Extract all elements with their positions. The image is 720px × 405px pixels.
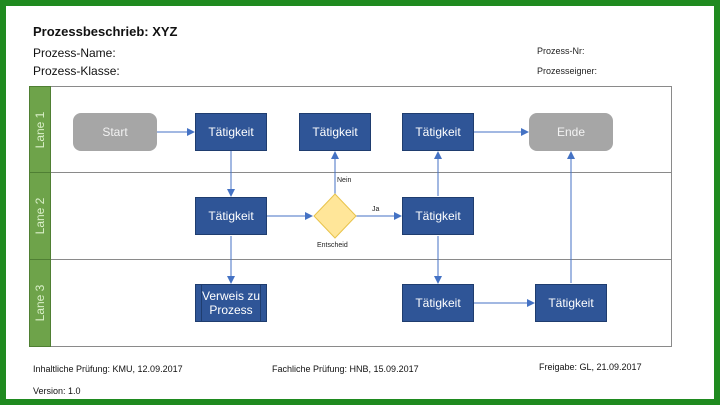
- lane-2-row: [50, 172, 672, 260]
- lane-1-header: Lane 1: [29, 86, 51, 173]
- task-lane3-2[interactable]: Tätigkeit: [535, 284, 607, 322]
- lane-1-label: Lane 1: [33, 111, 47, 148]
- subprocess-reference[interactable]: Verweis zu Prozess: [195, 284, 267, 322]
- lane-3-label: Lane 3: [33, 284, 47, 322]
- task-lane2-2[interactable]: Tätigkeit: [402, 197, 474, 235]
- decision-label: Entscheid: [317, 242, 348, 249]
- task-lane1-1[interactable]: Tätigkeit: [195, 113, 267, 151]
- lane-2-label: Lane 2: [33, 197, 47, 235]
- task-lane3-1[interactable]: Tätigkeit: [402, 284, 474, 322]
- task-lane1-2[interactable]: Tätigkeit: [299, 113, 371, 151]
- page-title: Prozessbeschrieb: XYZ: [33, 24, 178, 39]
- version-info: Version: 1.0: [33, 386, 81, 396]
- end-node[interactable]: Ende: [529, 113, 613, 151]
- start-node[interactable]: Start: [73, 113, 157, 151]
- release-info: Freigabe: GL, 21.09.2017: [539, 362, 642, 372]
- edge-label-yes: Ja: [372, 206, 380, 213]
- process-owner-label: Prozesseigner:: [537, 66, 598, 76]
- content-review: Inhaltliche Prüfung: KMU, 12.09.2017: [33, 364, 183, 374]
- process-class-label: Prozess-Klasse:: [33, 64, 120, 78]
- process-page: Prozessbeschrieb: XYZ Prozess-Name: Proz…: [6, 6, 714, 399]
- task-lane1-3[interactable]: Tätigkeit: [402, 113, 474, 151]
- process-name-label: Prozess-Name:: [33, 46, 116, 60]
- lane-3-header: Lane 3: [29, 259, 51, 347]
- task-lane2-1[interactable]: Tätigkeit: [195, 197, 267, 235]
- process-number-label: Prozess-Nr:: [537, 46, 585, 56]
- lane-2-header: Lane 2: [29, 172, 51, 260]
- edge-label-no: Nein: [337, 177, 352, 184]
- technical-review: Fachliche Prüfung: HNB, 15.09.2017: [272, 364, 419, 374]
